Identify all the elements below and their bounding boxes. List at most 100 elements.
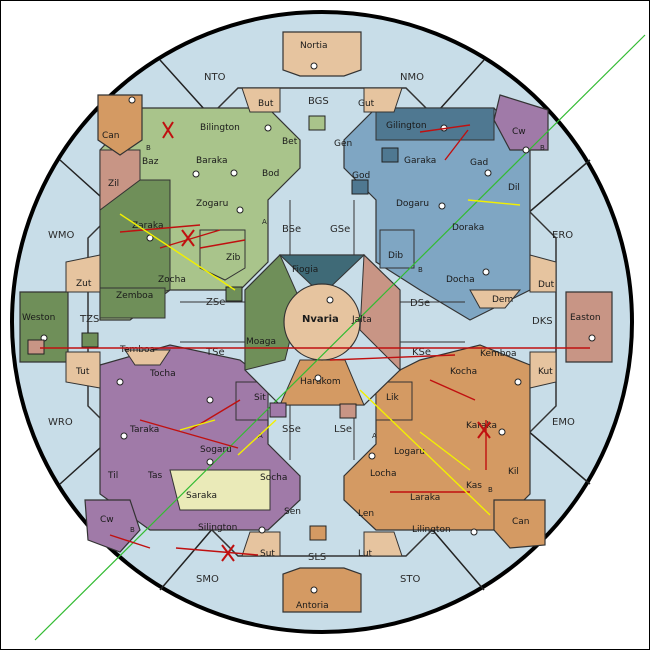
label-kil: Kil [508, 467, 519, 477]
label-silington: Silington [198, 523, 237, 533]
label-gut: Gut [358, 99, 375, 109]
label-locha: Locha [370, 469, 397, 479]
label-sen: Sen [284, 507, 301, 517]
label-kocha: Kocha [450, 367, 477, 377]
label-dem: Dem [492, 295, 513, 305]
svg-text:A: A [372, 432, 377, 440]
label-laraka: Laraka [410, 493, 440, 503]
svg-text:B: B [488, 486, 493, 494]
label-ero: ERO [552, 230, 573, 241]
label-gad: Gad [470, 158, 488, 168]
label-zib: Zib [226, 253, 241, 263]
label-temboa: Temboa [119, 345, 155, 355]
label-nortia: Nortia [300, 41, 327, 51]
saraka-area [169, 469, 271, 511]
label-dib: Dib [388, 251, 403, 261]
label-dil: Dil [508, 183, 520, 193]
label-dut: Dut [538, 280, 555, 290]
label-dogaru: Dogaru [396, 199, 429, 209]
label-dse: DSe [410, 298, 430, 309]
label-but: But [258, 99, 274, 109]
svg-text:A: A [258, 432, 263, 440]
label-bilington: Bilington [200, 123, 240, 133]
label-zse: ZSe [206, 297, 225, 308]
nvaria-area [283, 283, 361, 361]
label-harakom: Harakom [300, 377, 341, 387]
label-gilington: Gilington [386, 121, 427, 131]
label-can-nw: Can [102, 131, 120, 141]
label-zaraka: Zaraka [132, 221, 163, 231]
units [27, 115, 399, 541]
nortia-area [282, 31, 362, 77]
label-jalta: Jalta [351, 315, 372, 325]
label-doraka: Doraka [452, 223, 484, 233]
fiogia-area [278, 254, 366, 296]
label-easton: Easton [570, 313, 601, 323]
label-nto: NTO [204, 72, 226, 83]
label-til: Til [107, 471, 118, 481]
label-sogaru: Sogaru [200, 445, 232, 455]
lik-area [375, 381, 413, 421]
label-zemboa: Zemboa [116, 291, 153, 301]
svg-text:A: A [262, 218, 267, 226]
label-gse: GSe [330, 224, 350, 235]
antoria-area [282, 567, 362, 613]
label-bod: Bod [262, 169, 279, 179]
label-antoria: Antoria [296, 601, 329, 611]
label-weston: Weston [22, 313, 55, 323]
label-tse: TSe [205, 347, 225, 358]
label-baraka: Baraka [196, 156, 227, 166]
label-emo: EMO [552, 417, 575, 428]
svg-text:B: B [130, 526, 135, 534]
label-lilington: Lilington [412, 525, 451, 535]
label-moaga: Moaga [246, 337, 276, 347]
label-bse: BSe [282, 224, 301, 235]
label-gen: Gen [334, 139, 352, 149]
label-baz: Baz [142, 157, 159, 167]
label-garaka: Garaka [404, 156, 436, 166]
label-tocha: Tocha [149, 369, 176, 379]
jalta-area [359, 253, 401, 372]
label-fiogia: Fiogia [292, 265, 318, 275]
label-god: God [352, 171, 370, 181]
label-nvaria: Nvaria [302, 314, 339, 325]
svg-text:B: B [418, 266, 423, 274]
zemboa-area [99, 287, 166, 319]
label-lik: Lik [386, 393, 400, 403]
label-can-se: Can [512, 517, 530, 527]
label-dks: DKS [532, 316, 553, 327]
label-logaru: Logaru [394, 447, 425, 457]
label-docha: Docha [446, 275, 475, 285]
label-zut: Zut [76, 279, 92, 289]
support-lines [119, 199, 521, 516]
svg-text:B: B [146, 144, 151, 152]
easton-area [565, 291, 613, 363]
label-zocha: Zocha [158, 275, 186, 285]
label-lse: LSe [334, 424, 352, 435]
supply-centers [40, 62, 596, 594]
label-tut: Tut [75, 367, 90, 377]
can-nw-area [97, 94, 143, 156]
label-wro: WRO [48, 417, 73, 428]
gilington-area [375, 107, 495, 141]
region-markers: A B A A B B B B [130, 144, 545, 534]
label-wmo: WMO [48, 230, 75, 241]
label-sto: STO [400, 574, 420, 585]
svg-text:B: B [540, 144, 545, 152]
label-kse: KSe [412, 347, 431, 358]
label-sls: SLS [308, 552, 326, 563]
label-tzs: TZS [79, 314, 99, 325]
cancel-marks [162, 121, 491, 562]
label-sut: Sut [260, 549, 275, 559]
label-zogaru: Zogaru [196, 199, 228, 209]
label-cw-ne: Cw [512, 127, 526, 137]
label-saraka: Saraka [186, 491, 217, 501]
label-sit: Sit [254, 393, 266, 403]
label-kas: Kas [466, 481, 482, 491]
order-arrows [40, 124, 590, 556]
label-tas: Tas [147, 471, 163, 481]
label-smo: SMO [196, 574, 219, 585]
can-se-area [493, 499, 546, 549]
label-lut: Lut [358, 549, 373, 559]
dib-area [379, 229, 415, 269]
